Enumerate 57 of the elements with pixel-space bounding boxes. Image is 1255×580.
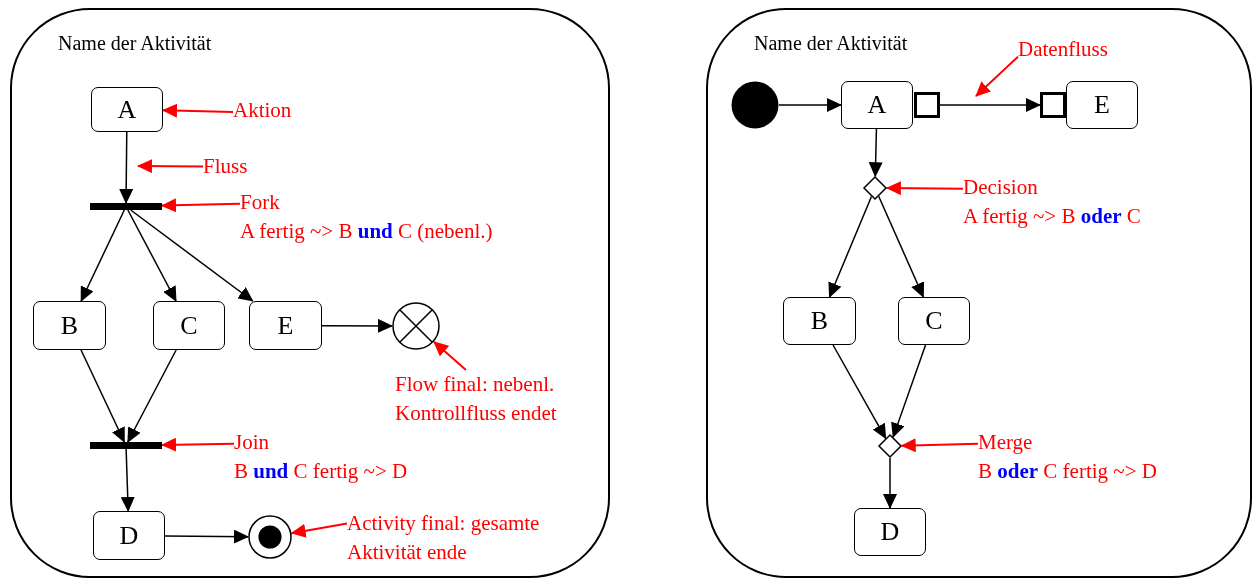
flow-arrow (877, 195, 925, 298)
leader-arrow (885, 181, 964, 196)
annotation: Decision (963, 174, 1039, 201)
flow-arrow (939, 98, 1041, 112)
annotation: Datenfluss (1018, 35, 1108, 64)
annotation: Fork (240, 189, 281, 216)
flow-arrow (891, 344, 927, 439)
action-box: D (854, 508, 926, 556)
flow-arrow (127, 349, 177, 443)
annotation: B oder C fertig ~> D (978, 458, 1157, 485)
leader-arrow (161, 198, 241, 213)
action-box: A (841, 81, 913, 129)
annotation: Fluss (203, 152, 248, 181)
flow-arrow (321, 318, 393, 333)
leader-arrow (975, 55, 1019, 97)
flow-arrow (80, 349, 126, 443)
annotation: Flow final: nebenl. Kontrollfluss endet (395, 370, 610, 428)
activity-frame (706, 8, 1252, 578)
flow-arrow (868, 128, 883, 178)
leader-arrow (433, 340, 467, 371)
input-pin (1040, 92, 1066, 118)
flow-arrow (883, 457, 897, 509)
leader-arrow (900, 438, 979, 453)
leader-arrow (161, 437, 235, 452)
join-bar (90, 442, 162, 449)
activity-name: Name der Aktivität (754, 32, 908, 55)
annotation: Aktion (233, 96, 292, 125)
flow-arrow (120, 448, 135, 512)
action-box: C (153, 301, 225, 350)
flow-arrow (164, 529, 249, 544)
annotation: A fertig ~> B und C (nebenl.) (240, 218, 493, 245)
output-pin (914, 92, 940, 118)
annotation: Join (234, 429, 270, 456)
flow-arrow (129, 209, 254, 302)
action-box: E (1066, 81, 1138, 129)
annotation: Activity final: gesamte Aktivität ende (347, 509, 602, 567)
action-box: E (249, 301, 322, 350)
flow-arrow (832, 344, 887, 440)
activity-frame (10, 8, 610, 578)
action-box: C (898, 297, 970, 345)
flow-arrow (80, 209, 126, 302)
annotation: Merge (978, 429, 1034, 456)
action-box: B (33, 301, 106, 350)
annotation: A fertig ~> B oder C (963, 203, 1141, 230)
leader-arrow (137, 159, 204, 174)
flow-arrow (127, 209, 177, 302)
leader-arrow (162, 103, 234, 118)
flow-arrow (778, 98, 842, 112)
fork-bar (90, 203, 162, 210)
action-box: B (783, 297, 856, 345)
action-box: A (91, 87, 163, 132)
flow-arrow (119, 131, 134, 204)
flow-arrow (828, 195, 873, 298)
activity-name: Name der Aktivität (58, 32, 212, 55)
leader-arrow (290, 522, 348, 538)
annotation: B und C fertig ~> D (234, 458, 408, 485)
action-box: D (93, 511, 165, 560)
